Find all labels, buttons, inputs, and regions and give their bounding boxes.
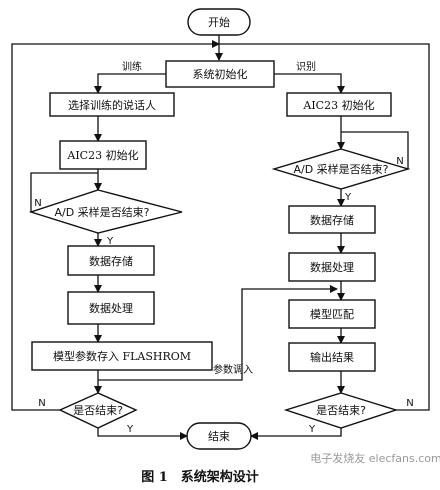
rec-output-box xyxy=(288,342,376,372)
rec-process-box xyxy=(288,252,376,282)
rec-ad-diamond xyxy=(271,148,411,190)
rec-match-label: 模型匹配 xyxy=(310,307,354,321)
edge-labels: 训练 识别 N Y 参数调入 N Y N Y N Y xyxy=(34,60,413,435)
node-train-save: 模型参数存入 FLASHROM xyxy=(31,341,213,371)
rec-aic-box xyxy=(286,92,392,117)
train-done-label: 是否结束? xyxy=(73,404,123,417)
edge-init-recognize xyxy=(274,73,345,94)
label-train-ad-n: N xyxy=(34,198,41,209)
train-aic-box xyxy=(59,140,147,170)
label-param-load: 参数调入 xyxy=(213,363,253,376)
node-rec-aic: AIC23 初始化 xyxy=(286,92,392,117)
node-train-ad: A/D 采样是否结束? xyxy=(28,189,183,234)
label-recognize: 识别 xyxy=(296,61,316,73)
rec-store-box xyxy=(288,205,376,234)
train-save-box xyxy=(31,341,213,371)
connectors xyxy=(11,35,430,440)
label-rec-ad-n: N xyxy=(396,156,403,167)
label-rec-done-y: Y xyxy=(308,424,316,435)
figure-caption: 图 1 系统架构设计 xyxy=(141,469,259,485)
node-rec-output: 输出结果 xyxy=(288,342,376,372)
train-process-box xyxy=(67,291,155,325)
node-train-aic: AIC23 初始化 xyxy=(59,140,147,170)
end-label: 结束 xyxy=(208,430,230,443)
rec-aic-label: AIC23 初始化 xyxy=(302,98,374,112)
node-rec-ad: A/D 采样是否结束? xyxy=(271,148,411,190)
start-terminal xyxy=(187,8,251,36)
sys-init-box xyxy=(165,60,275,88)
rec-done-label: 是否结束? xyxy=(316,404,366,417)
edge-rec-done-no xyxy=(219,43,430,411)
label-train-done-n: N xyxy=(38,398,45,409)
end-terminal xyxy=(186,422,252,450)
train-save-label: 模型参数存入 FLASHROM xyxy=(53,349,191,363)
node-start: 开始 xyxy=(187,8,251,36)
edge-rec-done-yes xyxy=(250,428,342,440)
edge-init-train xyxy=(94,73,166,94)
rec-process-label: 数据处理 xyxy=(310,260,354,274)
rec-store-label: 数据存储 xyxy=(310,213,354,227)
train-ad-label: A/D 采样是否结束? xyxy=(54,205,149,219)
node-end: 结束 xyxy=(186,422,252,450)
label-train-ad-y: Y xyxy=(106,236,114,247)
edge-train-done-no xyxy=(11,40,220,411)
label-rec-ad-y: Y xyxy=(344,192,352,203)
label-train: 训练 xyxy=(122,60,142,73)
node-train-select: 选择训练的说话人 xyxy=(49,92,175,117)
node-rec-process: 数据处理 xyxy=(288,252,376,282)
train-ad-diamond xyxy=(28,189,183,234)
train-aic-label: AIC23 初始化 xyxy=(66,148,138,162)
node-train-store: 数据存储 xyxy=(67,245,155,276)
node-rec-done: 是否结束? xyxy=(283,392,399,429)
rec-output-label: 输出结果 xyxy=(310,350,354,364)
train-store-label: 数据存储 xyxy=(89,254,133,268)
watermark: 电子发烧友 elecfans.com xyxy=(310,451,440,465)
watermark-text: 电子发烧友 elecfans.com xyxy=(310,451,440,465)
train-select-label: 选择训练的说话人 xyxy=(68,98,156,112)
edge-rec-ad-no xyxy=(341,131,409,169)
train-select-box xyxy=(49,92,175,117)
node-sys-init: 系统初始化 xyxy=(165,60,275,88)
label-train-done-y: Y xyxy=(126,424,134,435)
edge-train-done-yes xyxy=(97,428,188,440)
rec-match-box xyxy=(288,299,376,329)
train-process-label: 数据处理 xyxy=(89,301,133,315)
start-label: 开始 xyxy=(208,15,230,29)
edge-param-load xyxy=(98,285,338,381)
node-rec-match: 模型匹配 xyxy=(288,299,376,329)
sys-init-label: 系统初始化 xyxy=(193,67,248,81)
rec-ad-label: A/D 采样是否结束? xyxy=(293,162,388,176)
node-rec-store: 数据存储 xyxy=(288,205,376,234)
node-train-process: 数据处理 xyxy=(67,291,155,325)
node-train-done: 是否结束? xyxy=(58,392,138,429)
train-done-diamond xyxy=(58,392,138,429)
train-store-box xyxy=(67,245,155,276)
edge-train-ad-no xyxy=(30,172,98,212)
rec-done-diamond xyxy=(283,392,399,429)
label-rec-done-n: N xyxy=(406,398,413,409)
